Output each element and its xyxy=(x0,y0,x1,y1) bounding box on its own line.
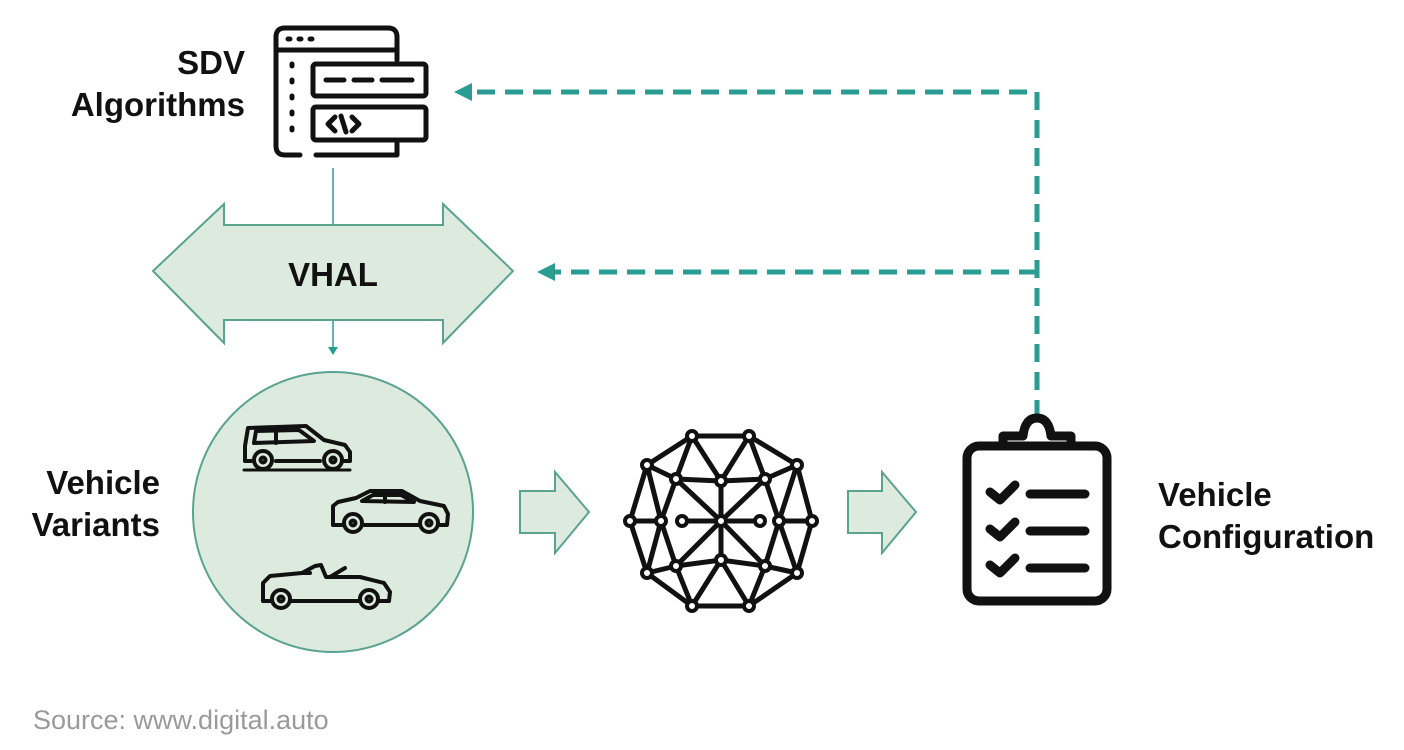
arrowhead-to-vhal xyxy=(537,263,555,281)
sdv-label-line1: SDV xyxy=(177,44,245,81)
sdv-label-line2: Algorithms xyxy=(70,86,245,123)
variants-arrowhead xyxy=(328,347,338,355)
vehicle-configuration-label: Vehicle Configuration xyxy=(1158,474,1374,558)
code-window-icon xyxy=(273,25,429,158)
clipboard-checklist-icon xyxy=(962,413,1112,606)
source-caption: Source: www.digital.auto xyxy=(33,705,329,735)
vhal-label: VHAL xyxy=(288,256,378,293)
dashed-connector-to-sdv xyxy=(470,89,1040,418)
vhal-double-arrow xyxy=(151,201,515,346)
neural-network-icon xyxy=(623,429,819,613)
block-arrow-network-to-config xyxy=(847,469,918,556)
suv-icon xyxy=(242,424,352,472)
block-arrow-variants-to-network xyxy=(519,469,591,556)
sdv-algorithms-label: SDV Algorithms xyxy=(40,42,245,126)
vehicle-variants-label: Vehicle Variants xyxy=(0,462,160,546)
feedback-arrows xyxy=(470,89,1040,418)
convertible-icon xyxy=(261,563,392,610)
config-label-line1: Vehicle xyxy=(1158,476,1272,513)
variants-label-line1: Vehicle xyxy=(46,464,160,501)
variants-label-line2: Variants xyxy=(31,506,160,543)
config-label-line2: Configuration xyxy=(1158,518,1375,555)
arrowhead-to-sdv xyxy=(454,83,472,101)
sedan-icon xyxy=(331,489,450,534)
